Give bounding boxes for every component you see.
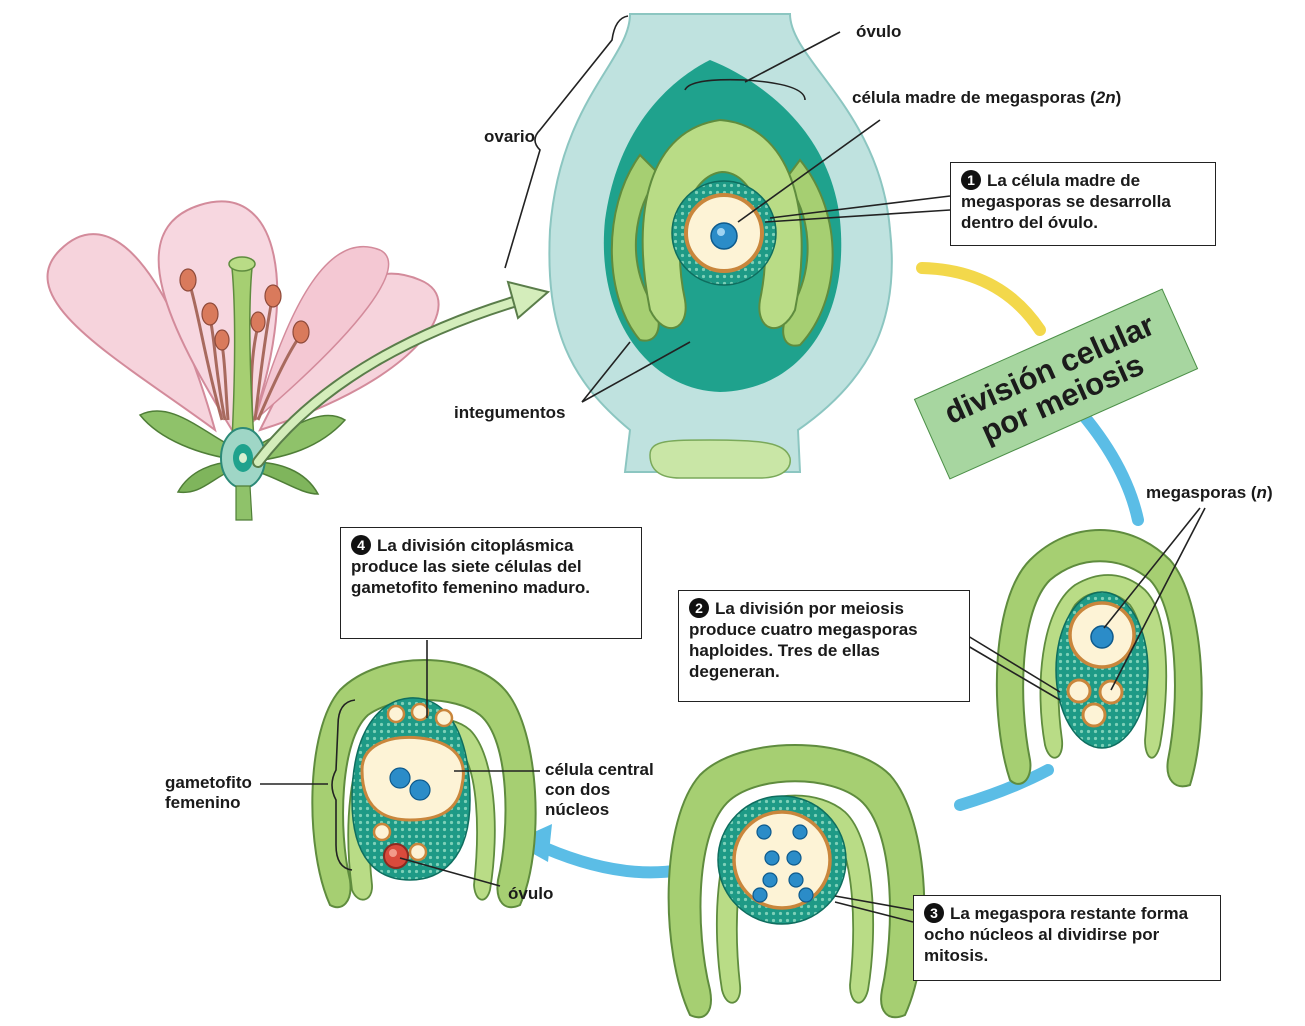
cycle-arc-bottom: [960, 770, 1048, 805]
step-1-number: 1: [961, 170, 981, 190]
label-megasporas: megasporas (n): [1146, 483, 1273, 503]
cycle-arc-left: [545, 848, 680, 872]
label-ovulo-bottom: óvulo: [508, 884, 553, 904]
stage3-megaspore: [734, 812, 830, 908]
label-megaspore-mother-cell: célula madre de megasporas (2n): [852, 88, 1121, 108]
step-4-number: 4: [351, 535, 371, 555]
zoom-arrowhead: [508, 282, 548, 318]
label-ovulo-top: óvulo: [856, 22, 901, 42]
stage2-illustration: [997, 530, 1202, 786]
flower-stem: [236, 486, 252, 520]
central-cell: [362, 737, 463, 820]
label-ovario: ovario: [484, 127, 535, 147]
ovary-illustration: [549, 14, 891, 478]
step-1-text: La célula madre de megasporas se desarro…: [961, 171, 1171, 232]
step-2-text: La división por meiosis produce cuatro m…: [689, 599, 918, 681]
step-4-text: La división citoplásmica produce las sie…: [351, 536, 590, 597]
step-3-text: La megaspora restante forma ocho núcleos…: [924, 904, 1188, 965]
mother-cell-nucleus: [711, 223, 737, 249]
polar-nucleus-2: [410, 780, 430, 800]
step-3-number: 3: [924, 903, 944, 923]
meiosis-arc: [922, 268, 1040, 330]
ovary-stalk: [650, 440, 790, 478]
degenerating-megaspore-1: [1068, 680, 1090, 702]
label-integumentos: integumentos: [454, 403, 565, 423]
stigma: [229, 257, 255, 271]
step-2-number: 2: [689, 598, 709, 618]
polar-nucleus-1: [390, 768, 410, 788]
degenerating-megaspore-2: [1100, 681, 1122, 703]
egg-cell: [384, 844, 408, 868]
pistil-style: [232, 268, 254, 440]
stage4-illustration: [312, 660, 535, 907]
degenerating-megaspore-3: [1083, 704, 1105, 726]
stage3-illustration: [669, 745, 925, 1017]
